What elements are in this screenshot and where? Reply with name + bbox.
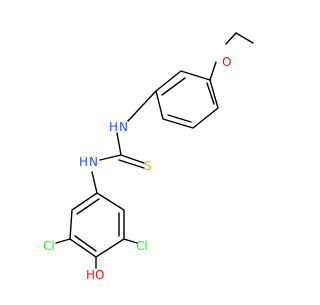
ring-top-double-3 [206, 82, 215, 105]
bond-n-c [116, 132, 122, 156]
bond-o-ring [209, 61, 217, 81]
atom-oxygen-ether: O [222, 55, 231, 69]
atom-n-bottom: N [89, 155, 98, 169]
ring-top-double-1 [161, 77, 186, 96]
atom-hydroxyl: HO [86, 268, 104, 282]
atom-chlorine-right: Cl [136, 239, 148, 253]
ring-bottom [69, 192, 125, 258]
atom-n-top: N [119, 120, 128, 134]
bond-cl-left [55, 238, 71, 244]
bonds [55, 32, 254, 269]
atom-chlorine-left: Cl [43, 239, 55, 253]
atom-h-bottom: H [79, 155, 88, 169]
ring-top [155, 70, 219, 129]
molecule-canvas: O H N H N S Cl Cl HO [43, 32, 254, 282]
ring-bottom-double-1 [76, 198, 100, 215]
ring-bottom-double-2 [74, 235, 97, 252]
structure-diagram: O H N H N S Cl Cl HO [43, 32, 254, 282]
bond-ch3-ch2 [235, 32, 254, 44]
bond-c-s-1 [120, 154, 145, 164]
bond-cl-right [123, 238, 138, 244]
bond-nh-bottom-ring [91, 171, 98, 194]
atom-h-top: H [109, 120, 118, 134]
bond-c-s-2 [118, 159, 145, 169]
atom-sulfur: S [144, 159, 152, 173]
bond-ch2-o [225, 32, 237, 45]
ring-top-double-2 [167, 114, 192, 123]
bond-c-n-bottom [99, 154, 122, 161]
bond-ring-nh-top [127, 90, 157, 122]
